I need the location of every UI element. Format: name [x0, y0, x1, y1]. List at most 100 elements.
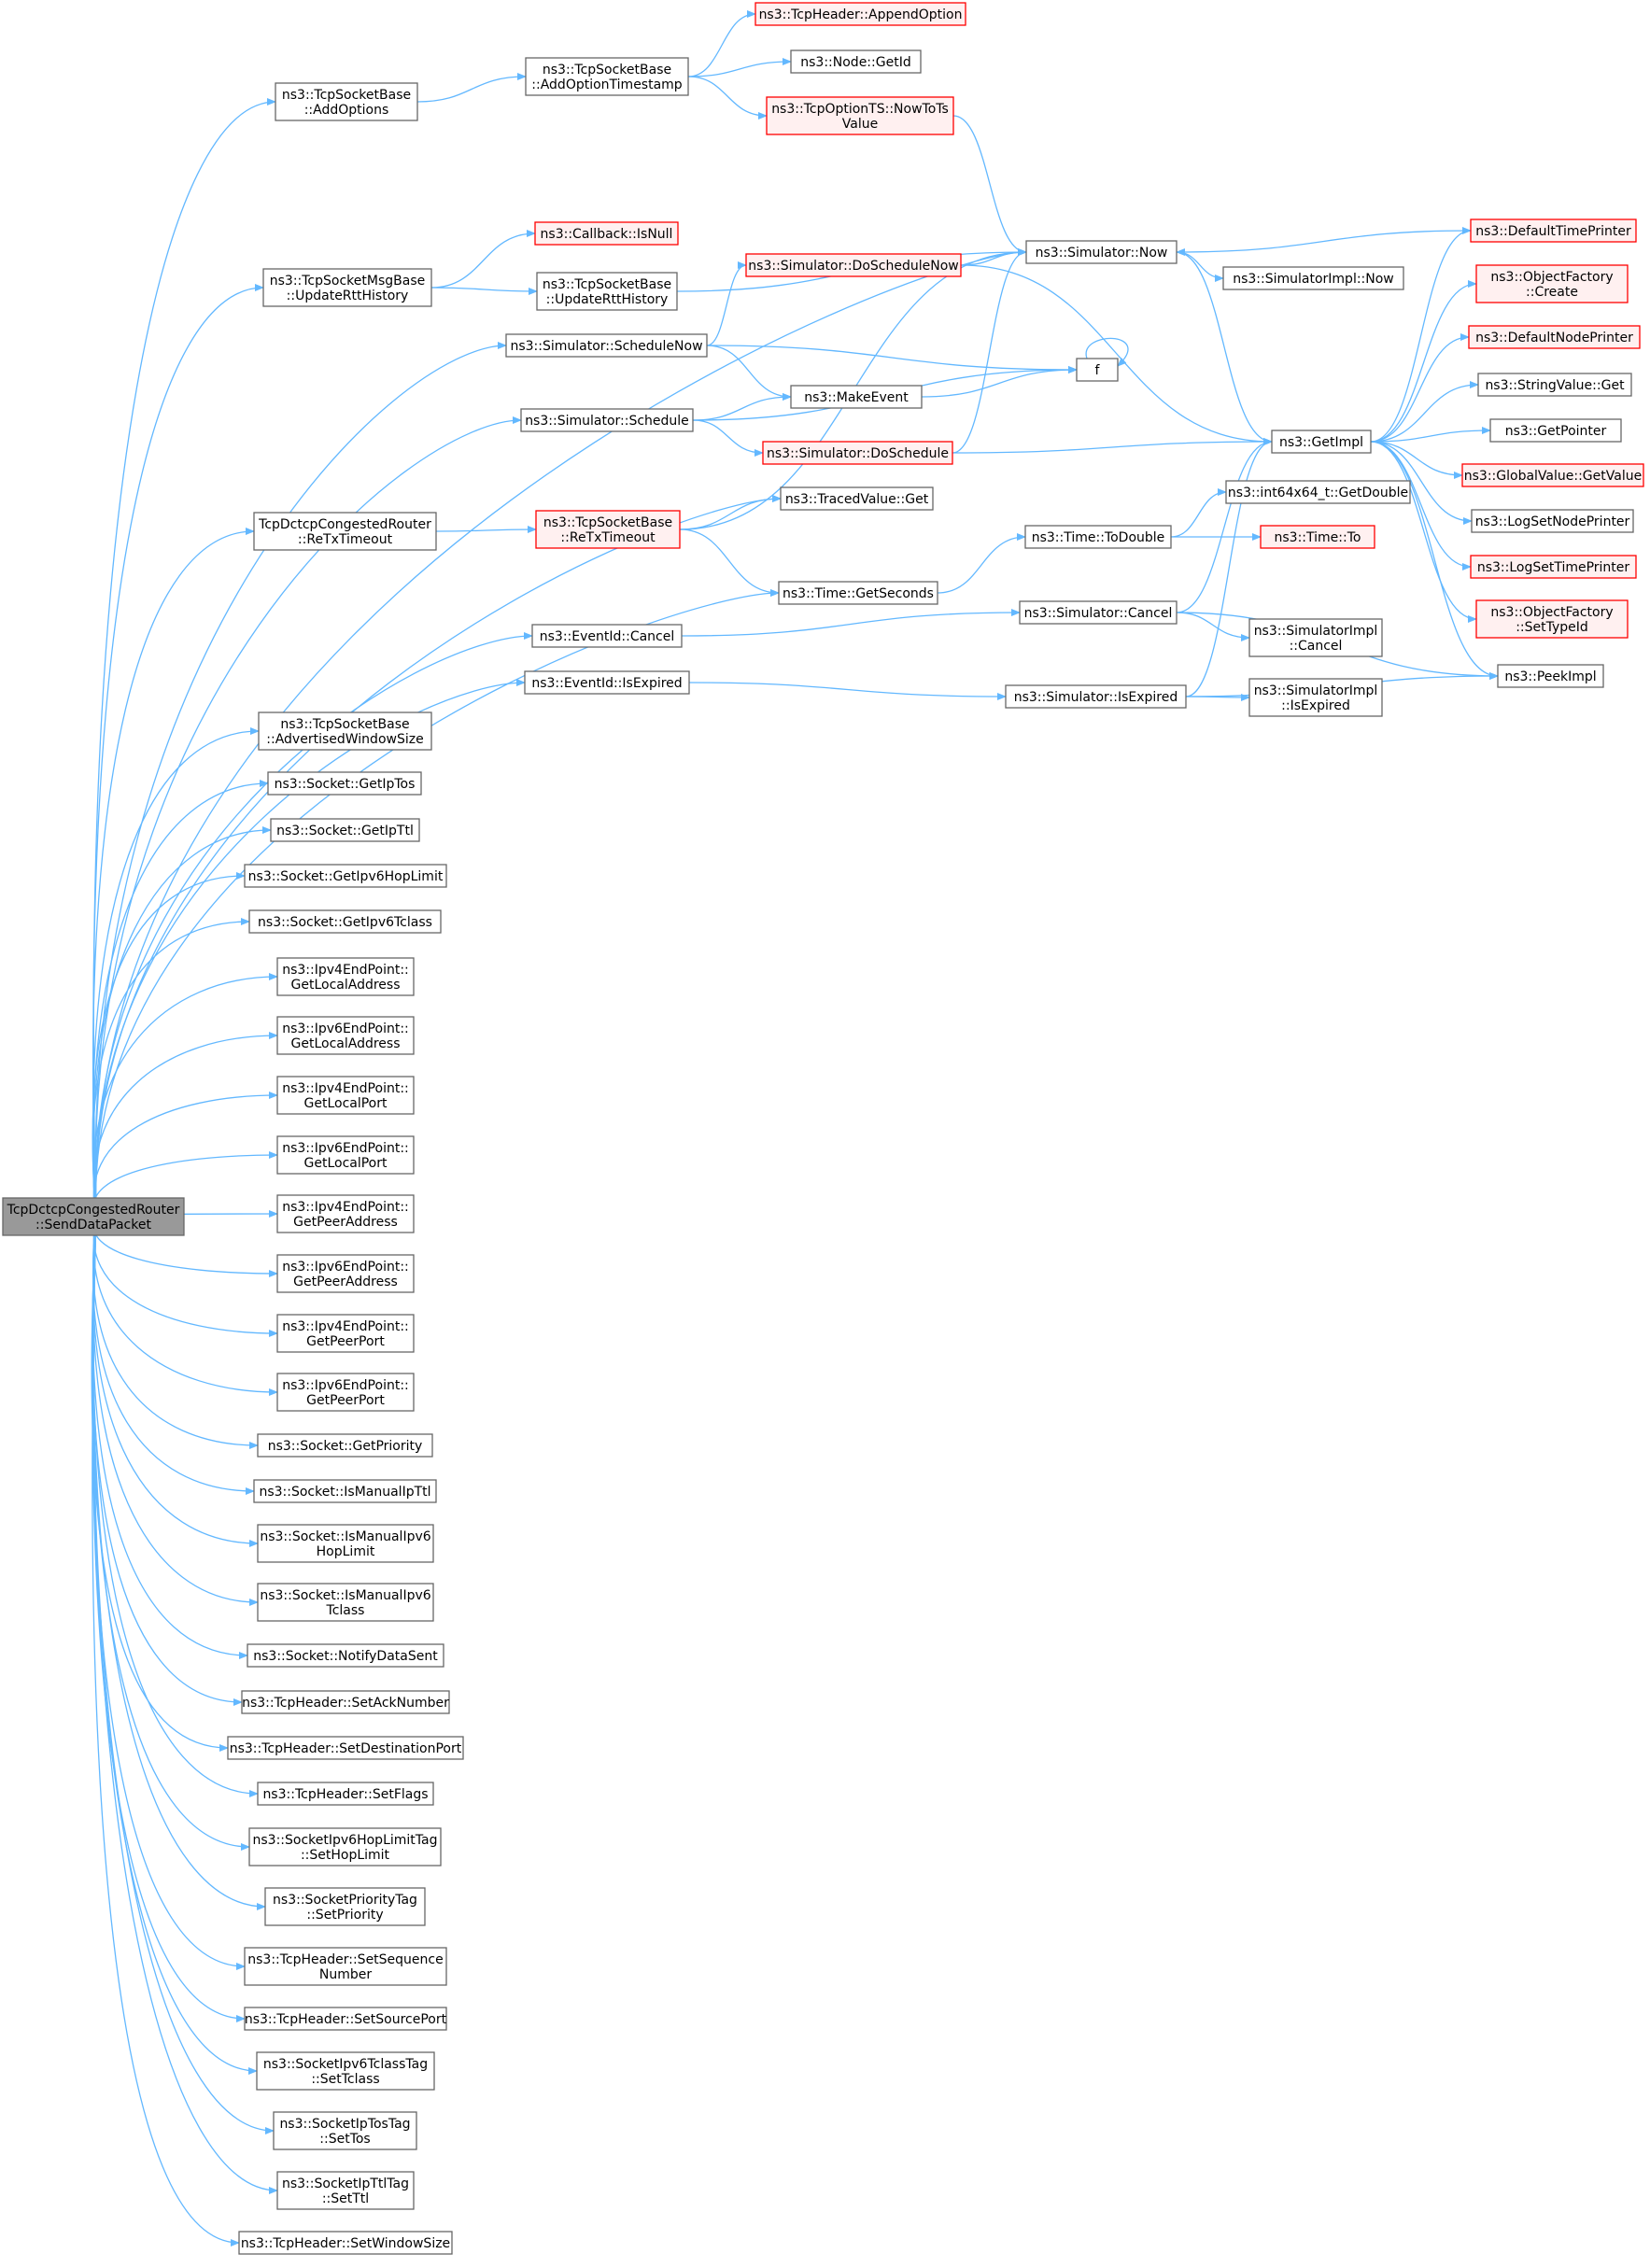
node-timeto[interactable]: ns3::Time::To [1260, 525, 1375, 549]
node-advwin[interactable]: ns3::TcpSocketBase::AdvertisedWindowSize [258, 711, 432, 751]
node-box[interactable] [1005, 684, 1187, 709]
node-box[interactable] [762, 441, 953, 465]
node-getprio[interactable]: ns3::Socket::GetPriority [257, 1433, 433, 1458]
node-ip4pa[interactable]: ns3::Ipv4EndPoint::GetPeerAddress [276, 1194, 415, 1233]
node-box[interactable] [1470, 555, 1637, 579]
node-box[interactable] [1475, 599, 1629, 639]
node-addopt[interactable]: ns3::TcpSocketBase::AddOptions [275, 82, 418, 121]
node-settos[interactable]: ns3::SocketIpTosTag::SetTos [273, 2111, 417, 2150]
node-box[interactable] [257, 1524, 434, 1563]
node-implcancel[interactable]: ns3::SimulatorImpl::Cancel [1248, 618, 1383, 657]
node-strget[interactable]: ns3::StringValue::Get [1477, 373, 1632, 397]
node-box[interactable] [248, 909, 442, 934]
node-box[interactable] [754, 2, 966, 26]
node-box[interactable] [276, 2171, 415, 2210]
node-box[interactable] [2, 1197, 185, 1236]
node-box[interactable] [227, 1736, 464, 1760]
node-box[interactable] [525, 57, 689, 96]
node-simexpired[interactable]: ns3::Simulator::IsExpired [1005, 684, 1187, 709]
node-ip4lp[interactable]: ns3::Ipv4EndPoint::GetLocalPort [276, 1076, 415, 1115]
node-setdst[interactable]: ns3::TcpHeader::SetDestinationPort [227, 1736, 464, 1760]
node-implexpired[interactable]: ns3::SimulatorImpl::IsExpired [1248, 678, 1383, 717]
node-doschednow[interactable]: ns3::Simulator::DoScheduleNow [745, 253, 962, 277]
node-box[interactable] [257, 1782, 434, 1806]
node-deftime[interactable]: ns3::DefaultTimePrinter [1470, 218, 1637, 243]
node-objsettype[interactable]: ns3::ObjectFactory::SetTypeId [1475, 599, 1629, 639]
node-box[interactable] [790, 49, 922, 74]
node-peek[interactable]: ns3::PeekImpl [1497, 664, 1604, 688]
node-box[interactable] [1470, 218, 1637, 243]
node-box[interactable] [790, 385, 923, 409]
node-setwin[interactable]: ns3::TcpHeader::SetWindowSize [238, 2231, 453, 2255]
node-lognode[interactable]: ns3::LogSetNodePrinter [1471, 509, 1634, 533]
node-globalget[interactable]: ns3::GlobalValue::GetValue [1461, 463, 1644, 487]
node-box[interactable] [1260, 525, 1375, 549]
node-box[interactable] [247, 1643, 444, 1668]
node-box[interactable] [241, 1690, 450, 1714]
node-ip4pp[interactable]: ns3::Ipv4EndPoint::GetPeerPort [276, 1314, 415, 1353]
node-box[interactable] [766, 96, 954, 135]
node-box[interactable] [1019, 600, 1178, 625]
node-box[interactable] [520, 408, 694, 432]
node-ip6lp[interactable]: ns3::Ipv6EndPoint::GetLocalPort [276, 1135, 415, 1175]
node-makeevent[interactable]: ns3::MakeEvent [790, 385, 923, 409]
node-box[interactable] [253, 512, 437, 551]
node-box[interactable] [1025, 240, 1178, 264]
node-box[interactable] [534, 221, 679, 246]
node-sethop[interactable]: ns3::SocketIpv6HopLimitTag::SetHopLimit [248, 1827, 442, 1867]
node-box[interactable] [244, 1947, 447, 1986]
node-box[interactable] [1489, 418, 1622, 443]
node-box[interactable] [244, 2007, 447, 2031]
node-todouble[interactable]: ns3::Time::ToDouble [1024, 525, 1172, 549]
node-box[interactable] [238, 2231, 453, 2255]
node-appendopt[interactable]: ns3::TcpHeader::AppendOption [754, 2, 966, 26]
node-setack[interactable]: ns3::TcpHeader::SetAckNumber [241, 1690, 450, 1714]
node-isnull[interactable]: ns3::Callback::IsNull [534, 221, 679, 246]
node-tracedget[interactable]: ns3::TracedValue::Get [780, 486, 934, 511]
node-setflags[interactable]: ns3::TcpHeader::SetFlags [257, 1782, 434, 1806]
node-box[interactable] [535, 510, 681, 549]
node-box[interactable] [1497, 664, 1604, 688]
node-setprio[interactable]: ns3::SocketPriorityTag::SetPriority [264, 1887, 426, 1926]
node-objcreate[interactable]: ns3::ObjectFactory::Create [1475, 264, 1629, 303]
node-box[interactable] [524, 670, 690, 695]
node-getiptos[interactable]: ns3::Socket::GetIpTos [267, 771, 422, 796]
node-box[interactable] [1248, 618, 1383, 657]
node-getip6hop[interactable]: ns3::Socket::GetIpv6HopLimit [244, 864, 447, 888]
node-ip6pp[interactable]: ns3::Ipv6EndPoint::GetPeerPort [276, 1373, 415, 1412]
node-box[interactable] [276, 1194, 415, 1233]
node-box[interactable] [276, 1016, 415, 1055]
node-getimpl[interactable]: ns3::GetImpl [1271, 430, 1372, 454]
node-getptr[interactable]: ns3::GetPointer [1489, 418, 1622, 443]
node-now[interactable]: ns3::Simulator::Now [1025, 240, 1178, 264]
node-box[interactable] [1076, 358, 1119, 382]
node-schednow[interactable]: ns3::Simulator::ScheduleNow [505, 333, 708, 358]
node-box[interactable] [1477, 373, 1632, 397]
node-box[interactable] [536, 272, 678, 311]
node-box[interactable] [1225, 480, 1411, 504]
node-setttl[interactable]: ns3::SocketIpTtlTag::SetTtl [276, 2171, 415, 2210]
node-box[interactable] [257, 1433, 433, 1458]
node-int64[interactable]: ns3::int64x64_t::GetDouble [1225, 480, 1411, 504]
node-box[interactable] [276, 1254, 415, 1293]
node-box[interactable] [1024, 525, 1172, 549]
node-box[interactable] [256, 2051, 435, 2091]
node-msgupd[interactable]: ns3::TcpSocketMsgBase::UpdateRttHistory [262, 268, 432, 307]
node-box[interactable] [778, 581, 938, 605]
node-box[interactable] [267, 771, 422, 796]
node-routertx[interactable]: TcpDctcpCongestedRouter::ReTxTimeout [253, 512, 437, 551]
node-box[interactable] [244, 864, 447, 888]
node-box[interactable] [745, 253, 962, 277]
node-box[interactable] [1475, 264, 1629, 303]
node-f[interactable]: f [1076, 358, 1119, 382]
node-box[interactable] [270, 818, 420, 842]
node-box[interactable] [276, 1314, 415, 1353]
node-box[interactable] [276, 957, 415, 996]
node-box[interactable] [1468, 325, 1641, 349]
node-ismanttl[interactable]: ns3::Socket::IsManualIpTtl [253, 1479, 437, 1503]
node-basetx[interactable]: ns3::TcpSocketBase::ReTxTimeout [535, 510, 681, 549]
node-box[interactable] [276, 1076, 415, 1115]
node-addts[interactable]: ns3::TcpSocketBase::AddOptionTimestamp [525, 57, 689, 96]
